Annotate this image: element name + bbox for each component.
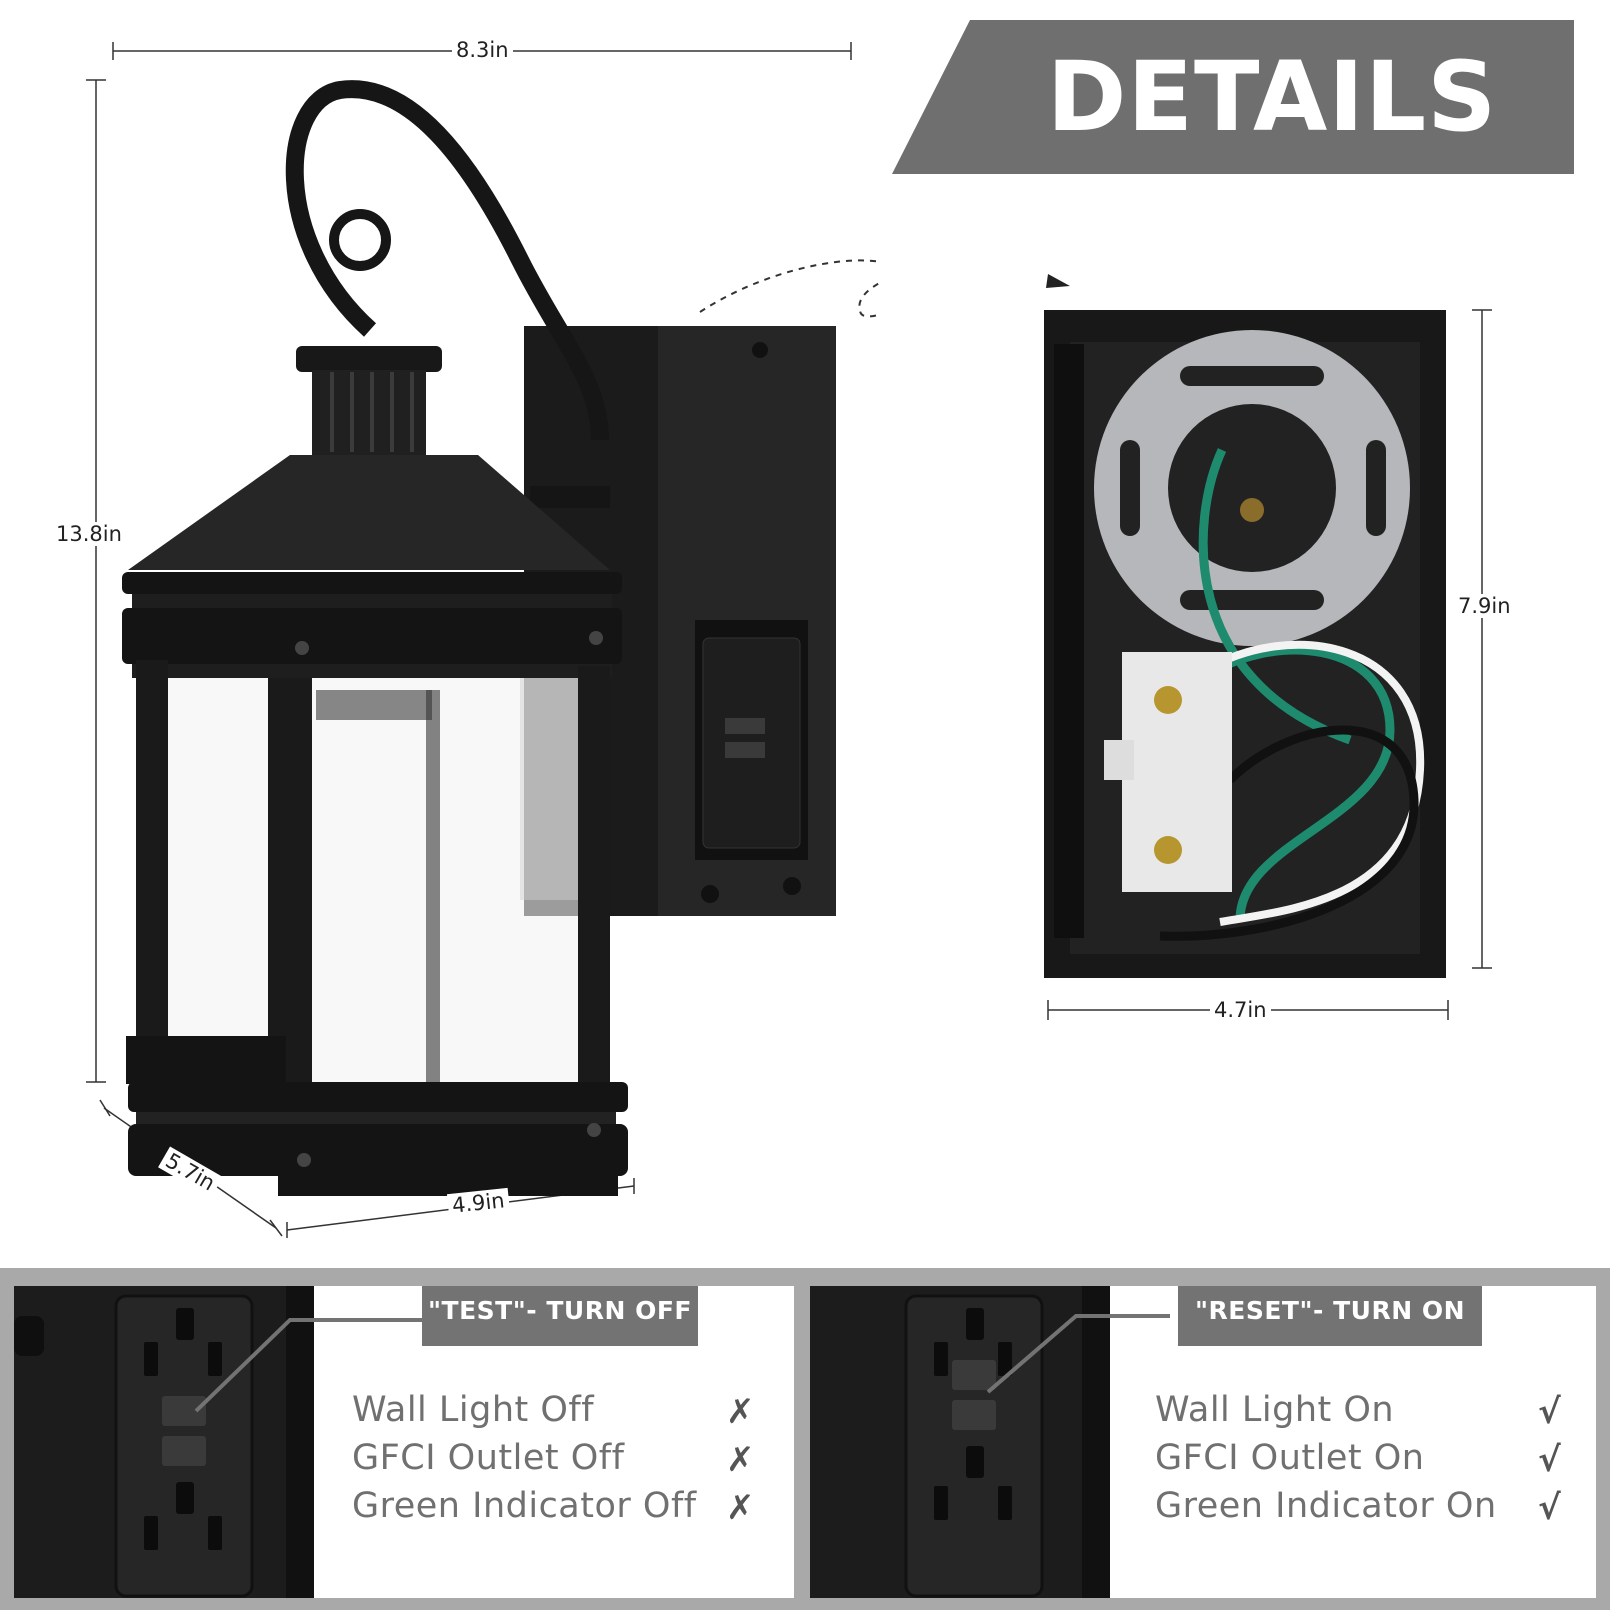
- title-banner: DETAILS: [892, 20, 1574, 174]
- check-icon: √: [1538, 1392, 1561, 1432]
- green-indicator-on-text: Green Indicator On: [1155, 1486, 1497, 1526]
- crossbar-plate: [1094, 330, 1410, 646]
- page-title: DETAILS: [1046, 41, 1498, 153]
- ground-wire: [1197, 645, 1395, 921]
- junction-box-interior: [1044, 309, 1492, 1020]
- arrow-head-icon: [1046, 274, 1070, 288]
- green-indicator-off-text: Green Indicator Off: [352, 1486, 697, 1526]
- lantern-cap: [296, 346, 442, 372]
- scroll-arm: [285, 80, 609, 441]
- cross-icon: ✗: [726, 1440, 755, 1480]
- dim-height: 13.8in: [52, 522, 126, 546]
- test-tag: "TEST"- TURN OFF: [422, 1286, 698, 1346]
- lantern-roof: [128, 455, 610, 570]
- test-callout-line: [194, 1318, 426, 1413]
- reset-tag: "RESET"- TURN ON: [1178, 1286, 1482, 1346]
- dim-box-width: 4.7in: [1210, 998, 1271, 1022]
- neutral-wire: [1203, 640, 1425, 926]
- test-panel: "TEST"- TURN OFF Wall Light Off GFCI Out…: [14, 1286, 794, 1598]
- dim-box-height: 7.9in: [1454, 594, 1515, 618]
- gfci-outlet-off-text: GFCI Outlet Off: [352, 1438, 625, 1478]
- hot-wire: [1159, 725, 1419, 941]
- cross-icon: ✗: [726, 1488, 755, 1528]
- gfci-outlet-test-photo: [14, 1286, 314, 1598]
- lantern-base: [128, 1082, 628, 1112]
- banner-shape: [892, 20, 1574, 174]
- wall-light-on-text: Wall Light On: [1155, 1390, 1395, 1430]
- reset-panel: "RESET"- TURN ON Wall Light On GFCI Outl…: [810, 1286, 1596, 1598]
- gfci-outlet-reset-photo: [810, 1286, 1110, 1598]
- gfci-outlet-on-text: GFCI Outlet On: [1155, 1438, 1425, 1478]
- check-icon: √: [1538, 1488, 1561, 1528]
- lantern-illustration: [86, 42, 880, 1238]
- detail-arrow: [699, 259, 880, 318]
- reset-callout-line: [986, 1314, 1170, 1394]
- wall-light-off-text: Wall Light Off: [352, 1390, 595, 1430]
- check-icon: √: [1538, 1440, 1561, 1480]
- dim-width: 8.3in: [452, 38, 513, 62]
- cross-icon: ✗: [726, 1392, 755, 1432]
